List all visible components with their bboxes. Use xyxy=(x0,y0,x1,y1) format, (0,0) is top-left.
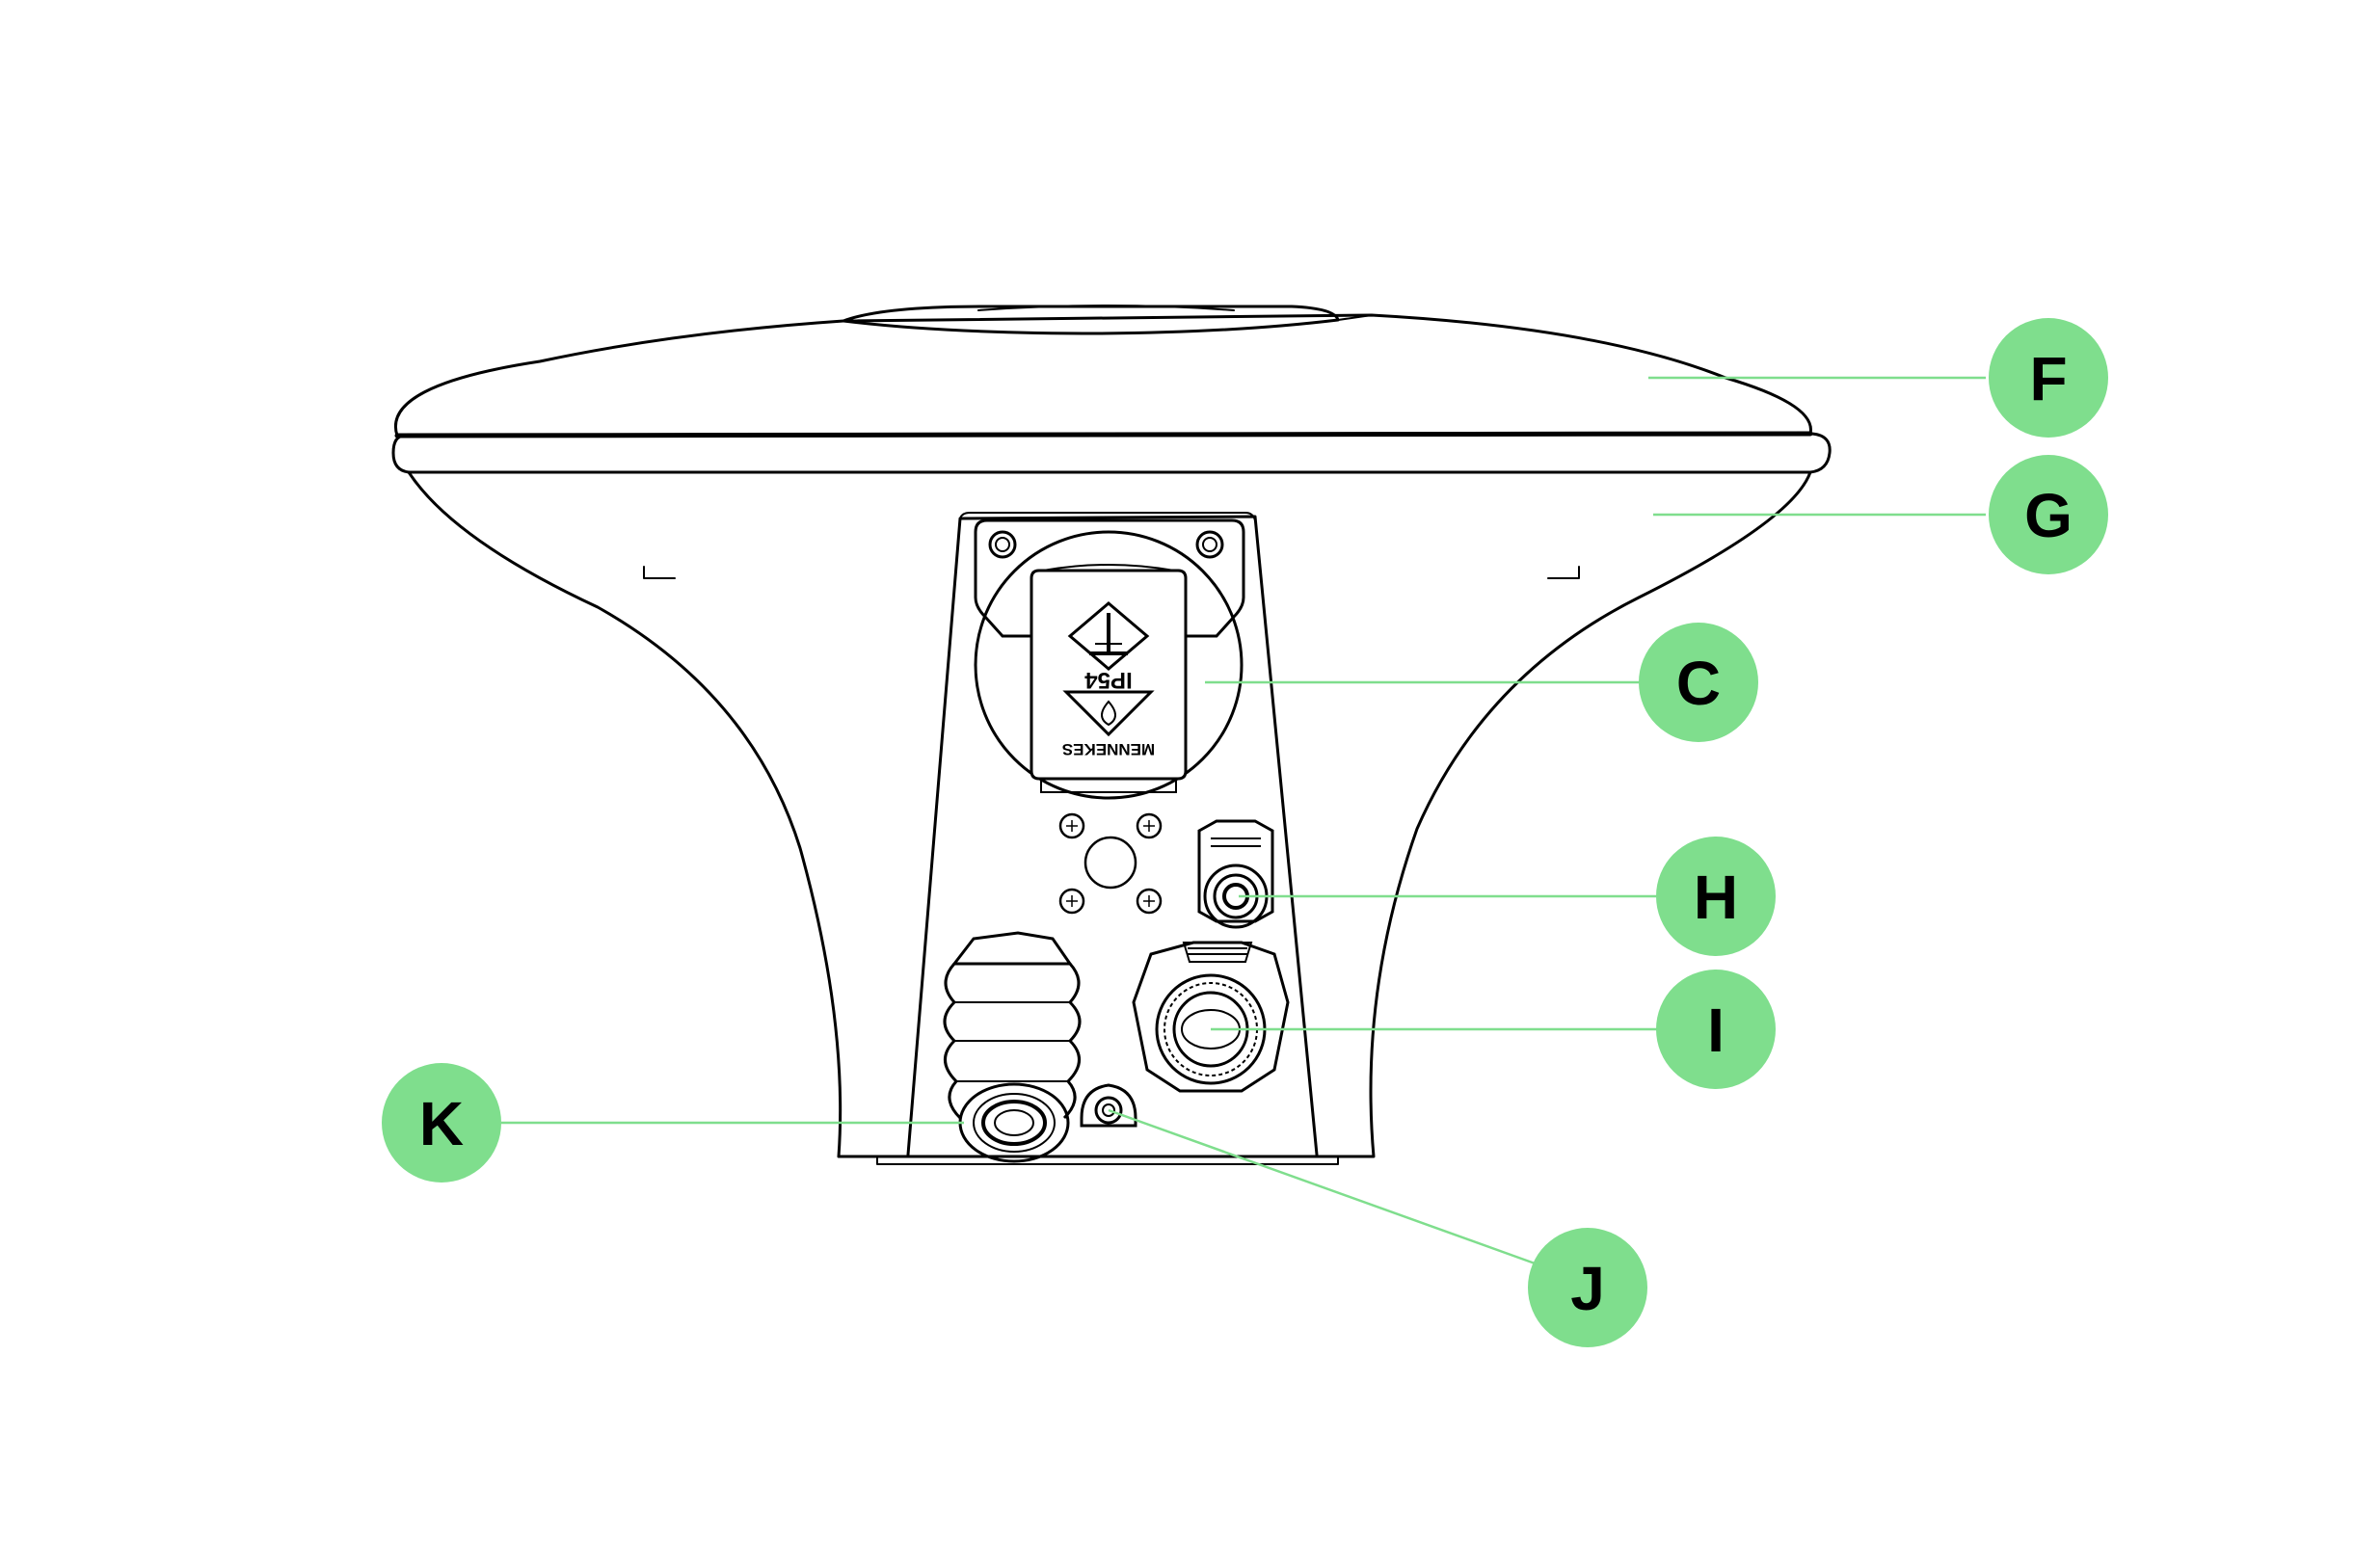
callout-j-label: J xyxy=(1570,1254,1605,1323)
torx-screw-1 xyxy=(1058,812,1085,839)
callout-j: J xyxy=(1108,1108,1647,1347)
earth-symbol-icon xyxy=(1067,601,1150,671)
sensor-window xyxy=(1083,836,1137,890)
rim-band xyxy=(391,431,1832,474)
callouts: F G C H I K xyxy=(382,318,2108,1347)
callout-h: H xyxy=(1239,837,1776,956)
socket-assembly: IP54 MENNEKES xyxy=(974,518,1245,800)
callout-f-label: F xyxy=(2029,344,2067,413)
socket-rating-label: IP54 xyxy=(1084,667,1133,693)
callout-k-label: K xyxy=(419,1089,464,1158)
callout-k: K xyxy=(382,1063,964,1183)
charging-cable-strain-relief xyxy=(943,931,1082,1163)
callout-g-label: G xyxy=(2024,481,2073,550)
charger-housing xyxy=(391,305,1832,1165)
front-panel xyxy=(906,512,1319,1156)
top-cap xyxy=(394,305,1812,438)
water-protection-icon xyxy=(1062,690,1155,737)
torx-screw-3 xyxy=(1058,888,1085,915)
torx-screw-4 xyxy=(1136,888,1163,915)
socket-brand-label: MENNEKES xyxy=(1062,740,1155,758)
callout-i-label: I xyxy=(1707,996,1725,1065)
callout-g: G xyxy=(1653,455,2108,574)
lower-shell xyxy=(407,470,1812,1165)
small-cable-gland xyxy=(1197,819,1274,929)
torx-screw-2 xyxy=(1136,812,1163,839)
socket-screw-right xyxy=(1195,530,1224,559)
sensor-screw-group xyxy=(1058,812,1163,915)
callout-f: F xyxy=(1648,318,2108,438)
callout-h-label: H xyxy=(1694,863,1738,932)
large-cable-gland xyxy=(1132,941,1290,1093)
callout-i: I xyxy=(1211,970,1776,1089)
socket-screw-left xyxy=(988,530,1017,559)
callout-c: C xyxy=(1205,623,1758,742)
small-drain-plug xyxy=(1080,1083,1137,1128)
callout-c-label: C xyxy=(1676,649,1721,718)
socket-flip-cover: IP54 MENNEKES xyxy=(1030,564,1188,793)
